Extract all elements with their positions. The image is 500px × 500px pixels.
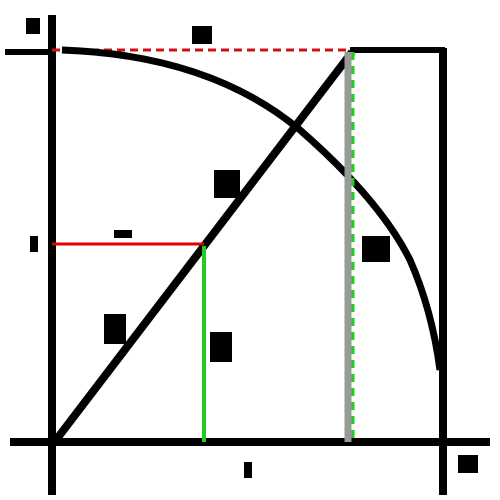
diagonal-upper-label-mark <box>214 170 240 198</box>
green-segment-label-mark <box>210 332 232 362</box>
decreasing-curve <box>61 46 444 371</box>
top-label-mark <box>192 26 212 44</box>
left-tick-label-mark <box>30 236 38 252</box>
x-axis-label-mark <box>458 455 478 473</box>
curve-label-mark <box>362 236 390 262</box>
y-axis-label-mark <box>26 18 40 34</box>
red-segment-label-mark <box>114 230 132 238</box>
diagonal-lower-label-mark <box>104 314 126 344</box>
bottom-tick-label-mark <box>244 462 252 478</box>
